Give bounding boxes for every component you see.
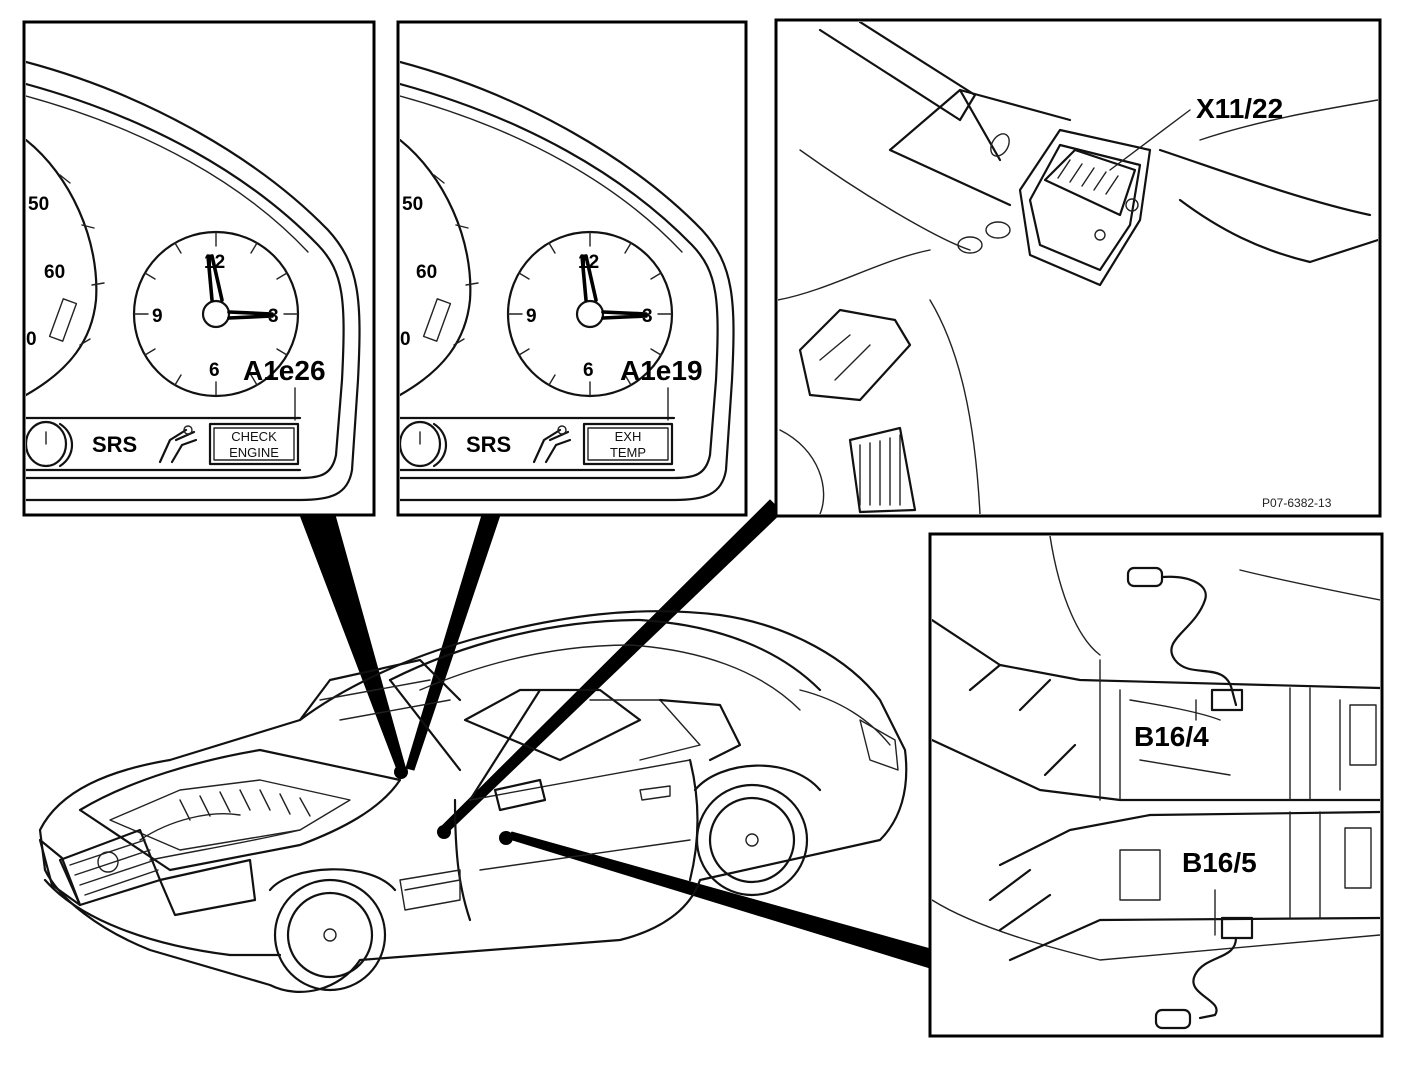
location-dot-connector (437, 825, 451, 839)
leader-a1e26 (299, 514, 407, 773)
speed-0: 0 (26, 329, 37, 350)
diagnostic-connector-icon (1018, 128, 1152, 287)
temperature-sensor-icon (1126, 566, 1244, 721)
clock-6: 6 (209, 360, 220, 381)
speed-50: 50 (402, 194, 423, 215)
passenger-seat-icon (158, 425, 198, 464)
passenger-seat-icon (532, 425, 572, 464)
panel-temperature-sensors: B16/4 B16/5 (928, 532, 1384, 1038)
panel-diagnostic-connector: X11/22 P07-6382-13 (774, 18, 1382, 518)
sensor-label-b16-4: B16/4 (1134, 721, 1209, 752)
clock-6: 6 (583, 360, 594, 381)
clock-icon: 12 3 6 9 (506, 230, 674, 398)
clock-9: 9 (152, 306, 163, 327)
clock-12: 12 (578, 252, 599, 273)
location-dot-instrument (394, 765, 408, 779)
temperature-sensor-icon (1154, 889, 1254, 1030)
component-label-x11-22: X11/22 (1196, 93, 1283, 124)
lamp-temp: TEMP (610, 445, 646, 460)
srs-label: SRS (466, 432, 511, 457)
lamp-engine: ENGINE (229, 445, 279, 460)
panel-exh-temp: 50 60 0 12 3 6 9 A1e19 SRS (396, 20, 748, 517)
srs-label: SRS (92, 432, 137, 457)
location-dot-sensors (499, 831, 513, 845)
lamp-check: CHECK (231, 429, 277, 444)
clock-icon: 12 3 6 9 (132, 230, 300, 398)
speed-50: 50 (28, 194, 49, 215)
clock-9: 9 (526, 306, 537, 327)
clock-3: 3 (642, 306, 653, 327)
sensor-label-b16-5: B16/5 (1182, 847, 1257, 878)
speed-60: 60 (416, 262, 437, 283)
leader-lines (299, 499, 935, 969)
leader-b16 (505, 831, 935, 969)
clock-3: 3 (268, 306, 279, 327)
lamp-exh: EXH (615, 429, 642, 444)
component-label-a1e19: A1e19 (620, 355, 703, 386)
speed-0: 0 (400, 329, 411, 350)
figure-code: P07-6382-13 (1262, 496, 1332, 510)
panel-check-engine: 50 60 0 12 3 6 9 A1e26 SRS (22, 20, 376, 517)
clock-12: 12 (204, 252, 225, 273)
car-icon (38, 610, 908, 993)
speed-60: 60 (44, 262, 65, 283)
component-label-a1e26: A1e26 (243, 355, 326, 386)
